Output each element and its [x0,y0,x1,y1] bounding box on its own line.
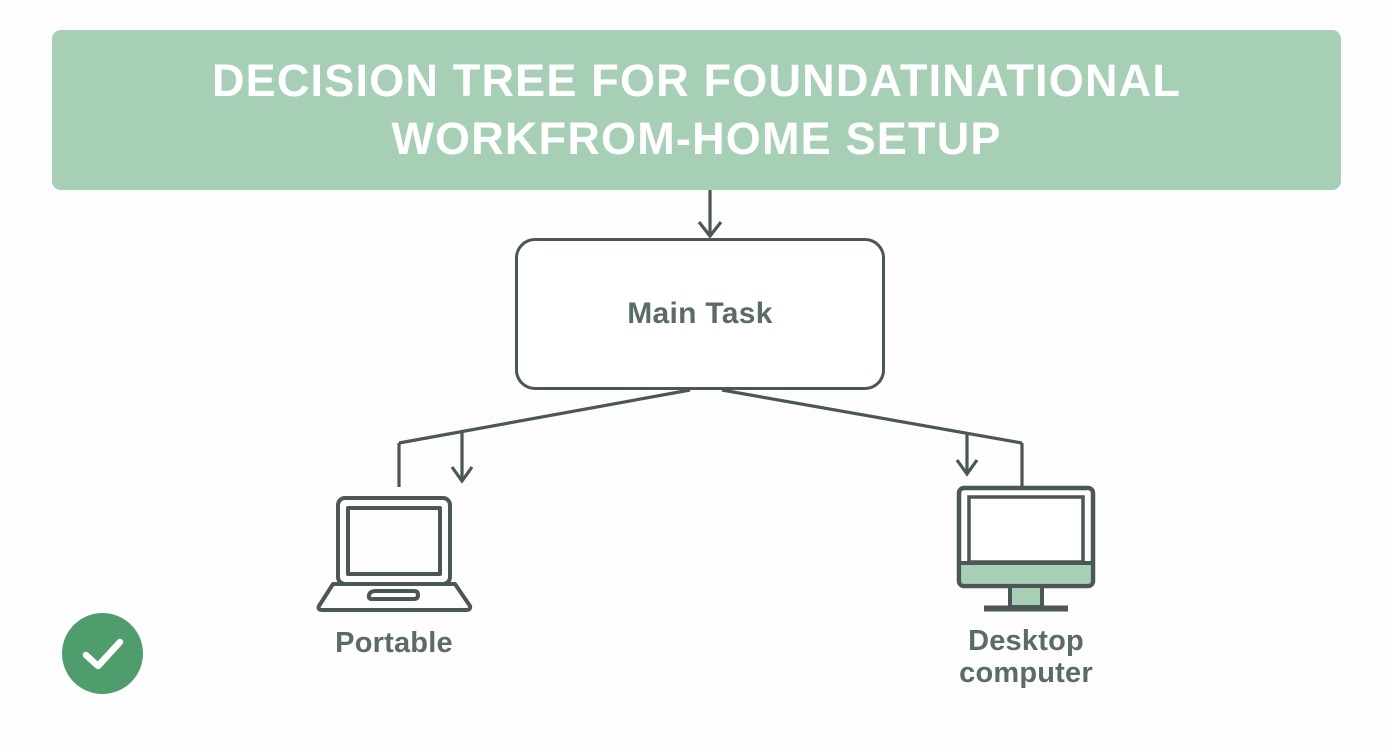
header-banner: DECISION TREE FOR FOUNDATINATIONAL WORKF… [52,30,1341,190]
node-main-task-label: Main Task [627,297,773,330]
connector-main-to-right [721,388,1023,445]
node-main-task[interactable]: Main Task [515,238,885,390]
connector-main-to-left [398,388,691,445]
desktop-monitor-icon [956,485,1096,612]
arrowhead-header-to-main [697,221,723,239]
arrowhead-right-branch [955,459,979,477]
check-icon [82,638,123,669]
arrowhead-left-branch [450,466,474,484]
node-branch-portable-label: Portable [335,627,453,659]
node-branch-portable[interactable]: Portable [288,488,500,659]
laptop-icon [316,496,473,612]
page-title: DECISION TREE FOR FOUNDATINATIONAL WORKF… [211,55,1182,164]
status-badge[interactable] [62,613,143,694]
node-branch-desktop[interactable]: Desktop computer [920,480,1132,690]
node-branch-desktop-label: Desktop computer [959,625,1093,690]
